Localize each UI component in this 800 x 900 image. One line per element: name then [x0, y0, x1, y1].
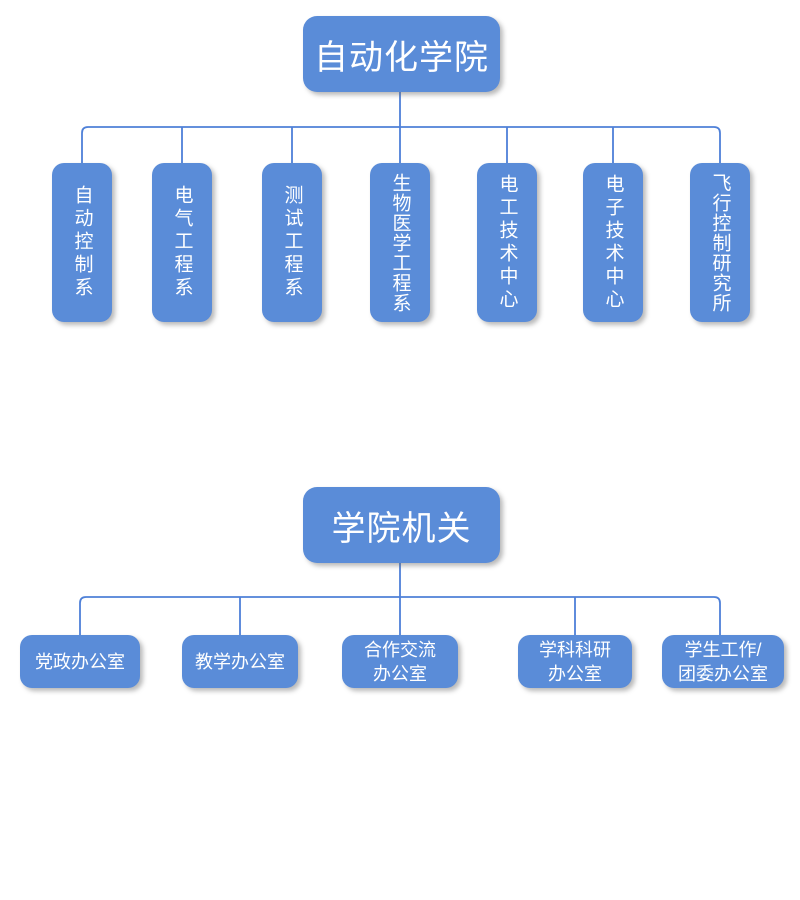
node-discipline-research-office: 学科科研 办公室: [518, 635, 632, 688]
node-label: 自动化学院: [314, 38, 489, 77]
node-testing-engineering-dept: 测试工程系: [262, 163, 322, 322]
node-label: 电子技术中心: [602, 173, 624, 312]
node-label: 电气工程系: [171, 185, 193, 300]
node-label: 飞行控制研究所: [709, 172, 731, 313]
node-label: 自动控制系: [71, 185, 93, 300]
node-party-admin-office: 党政办公室: [20, 635, 140, 688]
node-label: 生物医学工程系: [389, 172, 411, 313]
node-biomedical-engineering-dept: 生物医学工程系: [370, 163, 430, 322]
node-college-administration: 学院机关: [303, 487, 500, 563]
node-electrical-engineering-dept: 电气工程系: [152, 163, 212, 322]
node-teaching-office: 教学办公室: [182, 635, 298, 688]
bottom-connector-path: [79, 563, 721, 635]
node-label: 电工技术中心: [496, 173, 518, 312]
node-electrical-tech-center: 电工技术中心: [477, 163, 537, 322]
node-electronic-tech-center: 电子技术中心: [583, 163, 643, 322]
node-cooperation-exchange-office: 合作交流 办公室: [342, 635, 458, 688]
node-label: 学院机关: [331, 509, 472, 548]
top-connector-path: [81, 92, 721, 163]
node-automatic-control-dept: 自动控制系: [52, 163, 112, 322]
node-label: 学科科研 办公室: [539, 639, 611, 684]
node-flight-control-institute: 飞行控制研究所: [690, 163, 750, 322]
node-label: 测试工程系: [281, 185, 303, 300]
node-label: 党政办公室: [35, 651, 125, 672]
node-automation-college: 自动化学院: [303, 16, 500, 92]
node-student-work-league-office: 学生工作/ 团委办公室: [662, 635, 784, 688]
node-label: 合作交流 办公室: [364, 639, 436, 684]
node-label: 学生工作/ 团委办公室: [678, 639, 768, 684]
node-label: 教学办公室: [195, 651, 285, 672]
